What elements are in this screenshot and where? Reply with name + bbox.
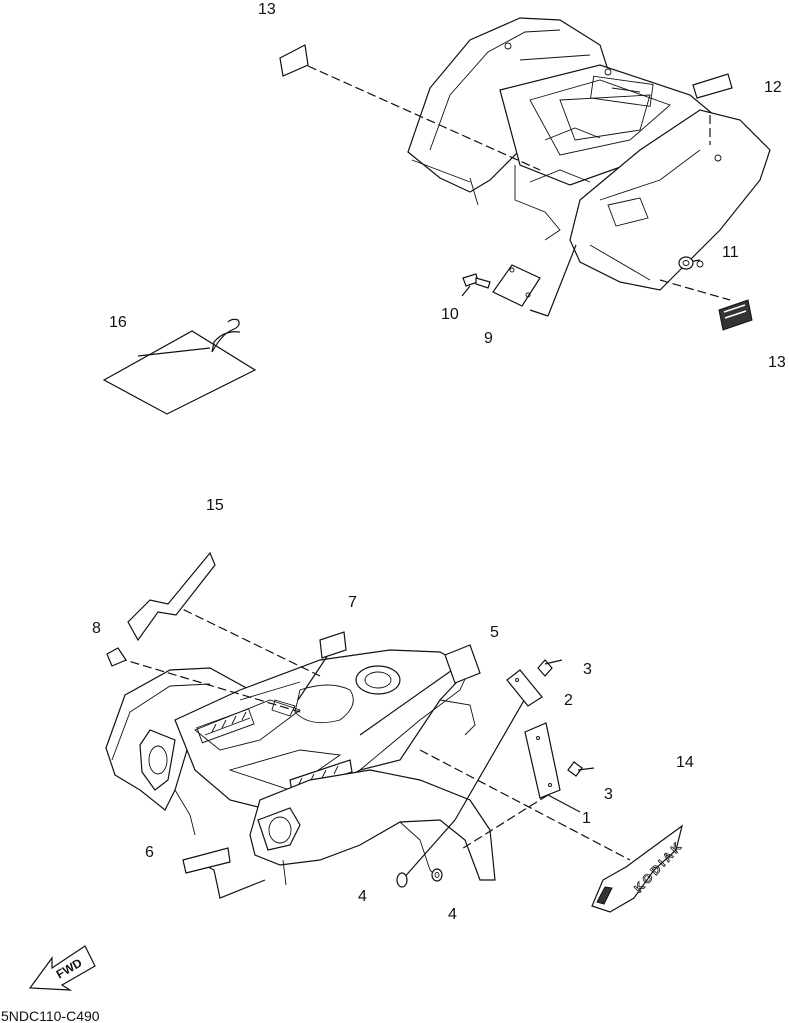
callout-16: 16	[109, 314, 127, 331]
callout-3-lower: 3	[604, 786, 613, 803]
part-6-decal	[182, 847, 231, 874]
part-10-bolt	[461, 273, 491, 297]
callout-1: 1	[582, 810, 591, 827]
part-5-strip	[444, 644, 481, 684]
callout-4-right: 4	[448, 906, 457, 923]
part-4-washer-left	[396, 872, 408, 888]
part-3-bolt-upper	[537, 659, 563, 677]
part-14-kodiak-decal: KODIAK	[591, 824, 686, 913]
callout-4-left: 4	[358, 888, 367, 905]
part-16-label-sheet	[102, 318, 257, 415]
diagram-code: 5NDC110-C490	[1, 1008, 100, 1023]
callout-10: 10	[441, 306, 459, 323]
leader-lines-bottom	[117, 603, 631, 899]
callout-9: 9	[484, 330, 493, 347]
part-2-small-plate	[506, 669, 543, 707]
part-1-panel	[524, 722, 561, 799]
part-13-decal-top	[279, 44, 309, 77]
part-12-decal	[692, 73, 733, 99]
callout-8: 8	[92, 620, 101, 637]
callout-7: 7	[348, 594, 357, 611]
callout-13-right: 13	[768, 354, 786, 371]
rear-fender	[407, 17, 771, 291]
part-8-emblem	[106, 647, 127, 667]
callout-12: 12	[764, 79, 782, 96]
part-3-bolt-lower	[567, 761, 595, 777]
callout-5: 5	[490, 624, 499, 641]
fwd-arrow: FWD	[28, 945, 96, 991]
callout-11: 11	[722, 244, 739, 261]
part-9-plate	[492, 264, 541, 307]
front-fender	[105, 649, 496, 886]
callout-14: 14	[676, 754, 694, 771]
part-7-decal	[319, 631, 347, 659]
part-13-emblem-right	[718, 299, 753, 331]
callout-6: 6	[145, 844, 154, 861]
part-11-grommet	[678, 256, 694, 270]
callout-13-top: 13	[258, 1, 276, 18]
callout-labels: 13 12 11 10 9 13 16 15 7 8 5 3 2 14 3 1 …	[92, 1, 786, 923]
callout-3-upper: 3	[583, 661, 592, 678]
callout-15: 15	[206, 497, 224, 514]
part-15-long-decal	[127, 551, 216, 642]
part-4-washer-right	[431, 868, 443, 882]
callout-2: 2	[564, 692, 573, 709]
